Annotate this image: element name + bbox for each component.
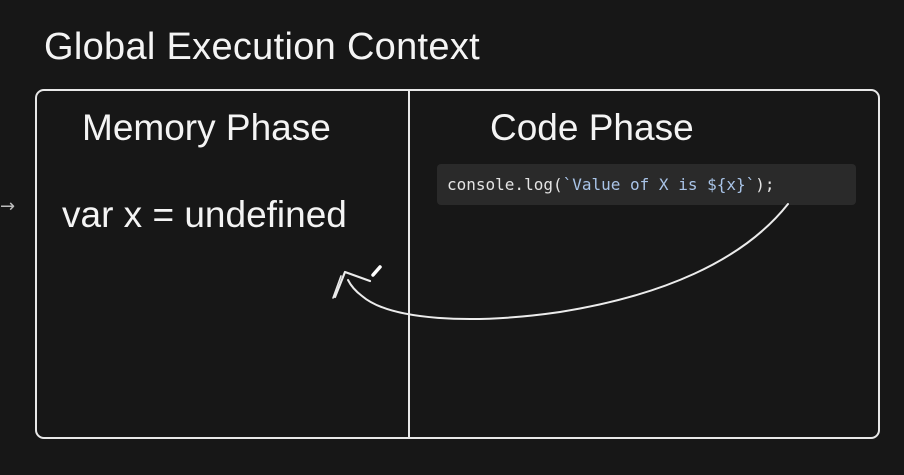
code-suffix: ); bbox=[755, 175, 775, 194]
code-phase-heading: Code Phase bbox=[490, 107, 694, 148]
code-snippet: console.log(`Value of X is ${x}`); bbox=[437, 164, 856, 205]
memory-entry: var x = undefined bbox=[62, 194, 347, 235]
code-prefix: console.log( bbox=[447, 175, 563, 194]
code-string: `Value of X is ${x}` bbox=[562, 175, 756, 194]
phase-divider bbox=[408, 89, 410, 439]
memory-phase-heading: Memory Phase bbox=[82, 107, 331, 148]
execution-context-frame bbox=[35, 89, 880, 439]
arrow-right-icon: → bbox=[0, 196, 16, 217]
diagram-title: Global Execution Context bbox=[44, 26, 480, 68]
